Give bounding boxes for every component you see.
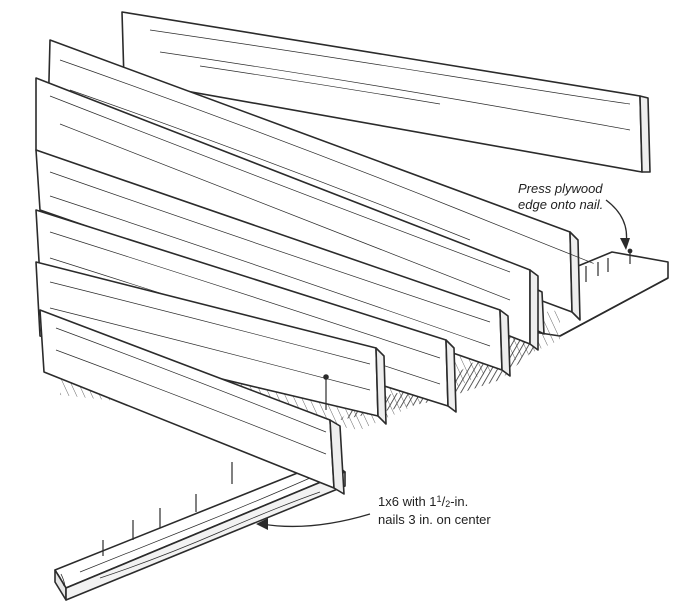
bottom-callout-prefix: 1x6 with 1: [378, 494, 437, 509]
top-callout-arrow: [606, 200, 627, 244]
top-callout-line-1: Press plywood: [518, 181, 603, 197]
top-callout-label: Press plywood edge onto nail.: [518, 181, 603, 213]
top-callout-line-2: edge onto nail.: [518, 197, 603, 213]
fraction-numerator: 1: [437, 494, 442, 504]
front-nailing-strip: [55, 460, 345, 600]
bottom-callout-suffix: -in.: [450, 494, 468, 509]
bottom-callout-arrow: [262, 514, 370, 526]
bottom-callout-line-2: nails 3 in. on center: [378, 512, 491, 528]
bottom-callout-label: 1x6 with 11/2-in. nails 3 in. on center: [378, 491, 491, 528]
bottom-callout-line-1: 1x6 with 11/2-in.: [378, 491, 491, 512]
